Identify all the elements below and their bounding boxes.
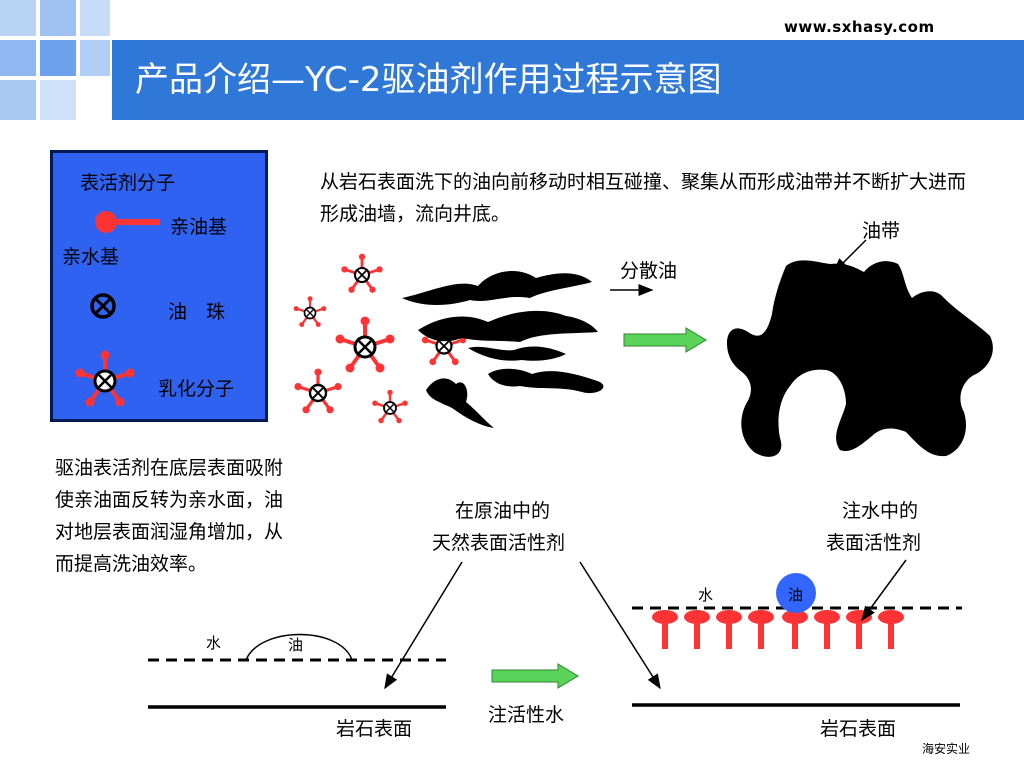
- oil-band-label: 油带: [862, 220, 901, 242]
- surfactant-array: [652, 610, 904, 649]
- legend-oil-droplet-label: 油 珠: [168, 301, 226, 323]
- flow-arrow: [623, 327, 707, 353]
- emulsifier-molecule-icon: [335, 316, 395, 373]
- title-bar: [112, 40, 1024, 120]
- water-label-left: 水: [206, 634, 222, 652]
- emulsifier-molecule-icon: [293, 296, 327, 328]
- legend-lipophilic-label: 亲油基: [170, 216, 228, 238]
- injected-surfactant-line1: 注水中的: [842, 500, 919, 522]
- legend-emulsifier-label: 乳化分子: [158, 378, 235, 400]
- oil-label-right: 油: [788, 586, 804, 604]
- bottom-description: 驱油表活剂在底层表面吸附使亲油面反转为亲水面，油对地层表面润湿角增加，从而提高洗…: [55, 457, 284, 575]
- dispersed-oil-label: 分散油: [620, 260, 678, 282]
- emulsifier-molecule-icon: [372, 389, 408, 424]
- legend-surfactant-label: 表活剂分子: [80, 172, 176, 194]
- oil-droplet-blue: [776, 573, 816, 613]
- oil-droplet-icon: [90, 293, 116, 319]
- page-title: 产品介绍—YC-2驱油剂作用过程示意图: [135, 60, 722, 100]
- oil-band-shape: [726, 260, 993, 457]
- natural-surfactant-line1: 在原油中的: [455, 500, 551, 522]
- inject-arrow: [491, 663, 579, 689]
- natural-surfactant-line2: 天然表面活性剂: [432, 532, 566, 554]
- oil-droplet-arc: [245, 633, 353, 661]
- dispersed-oil-shapes: [402, 271, 604, 428]
- footer-company: 海安实业: [922, 742, 971, 756]
- inject-label: 注活性水: [488, 704, 565, 726]
- top-description: 从岩石表面洗下的油向前移动时相互碰撞、聚集从而形成油带并不断扩大进而形成油墙，流…: [320, 171, 967, 225]
- water-label-right: 水: [698, 586, 714, 604]
- surfactant-molecule-icon: [95, 211, 160, 233]
- legend-hydrophilic-label: 亲水基: [62, 246, 120, 268]
- injected-surfactant-line2: 表面活性剂: [826, 532, 922, 554]
- emulsifier-molecule-icon: [75, 350, 135, 407]
- emulsifier-molecule-icon: [341, 253, 383, 293]
- emulsifier-molecule-icon: [294, 368, 342, 414]
- rock-surface-label-right: 岩石表面: [820, 718, 897, 740]
- oil-label-left: 油: [288, 636, 304, 654]
- rock-surface-label-left: 岩石表面: [336, 718, 413, 740]
- site-url[interactable]: www.sxhasy.com: [784, 18, 935, 36]
